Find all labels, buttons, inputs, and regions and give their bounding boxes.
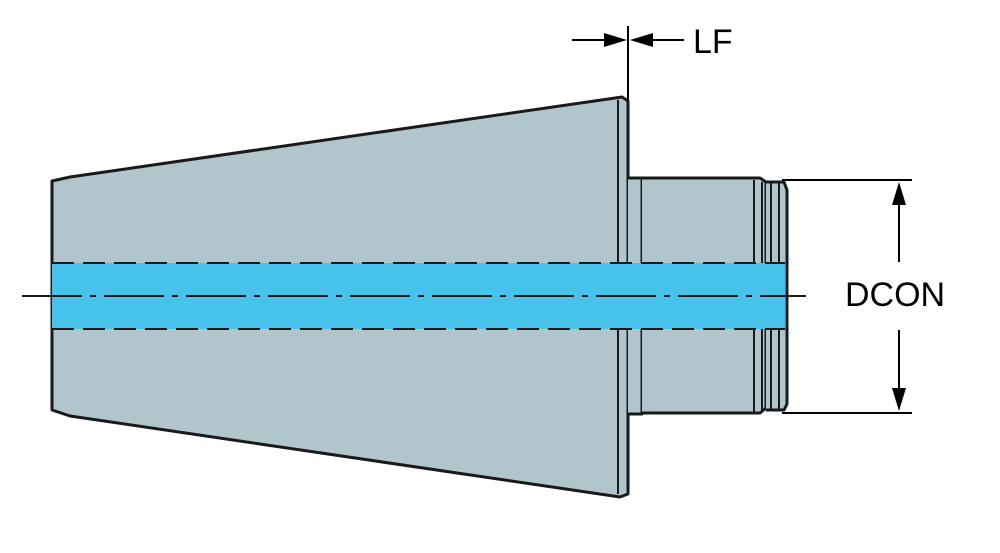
dcon-arrowhead-top [892,182,906,205]
lf-arrowhead-right [630,33,653,47]
dcon-arrowhead-bottom [892,388,906,411]
dcon-label: DCON [845,276,945,314]
lf-arrowhead-left [604,33,627,47]
lf-label: LF [693,23,733,61]
